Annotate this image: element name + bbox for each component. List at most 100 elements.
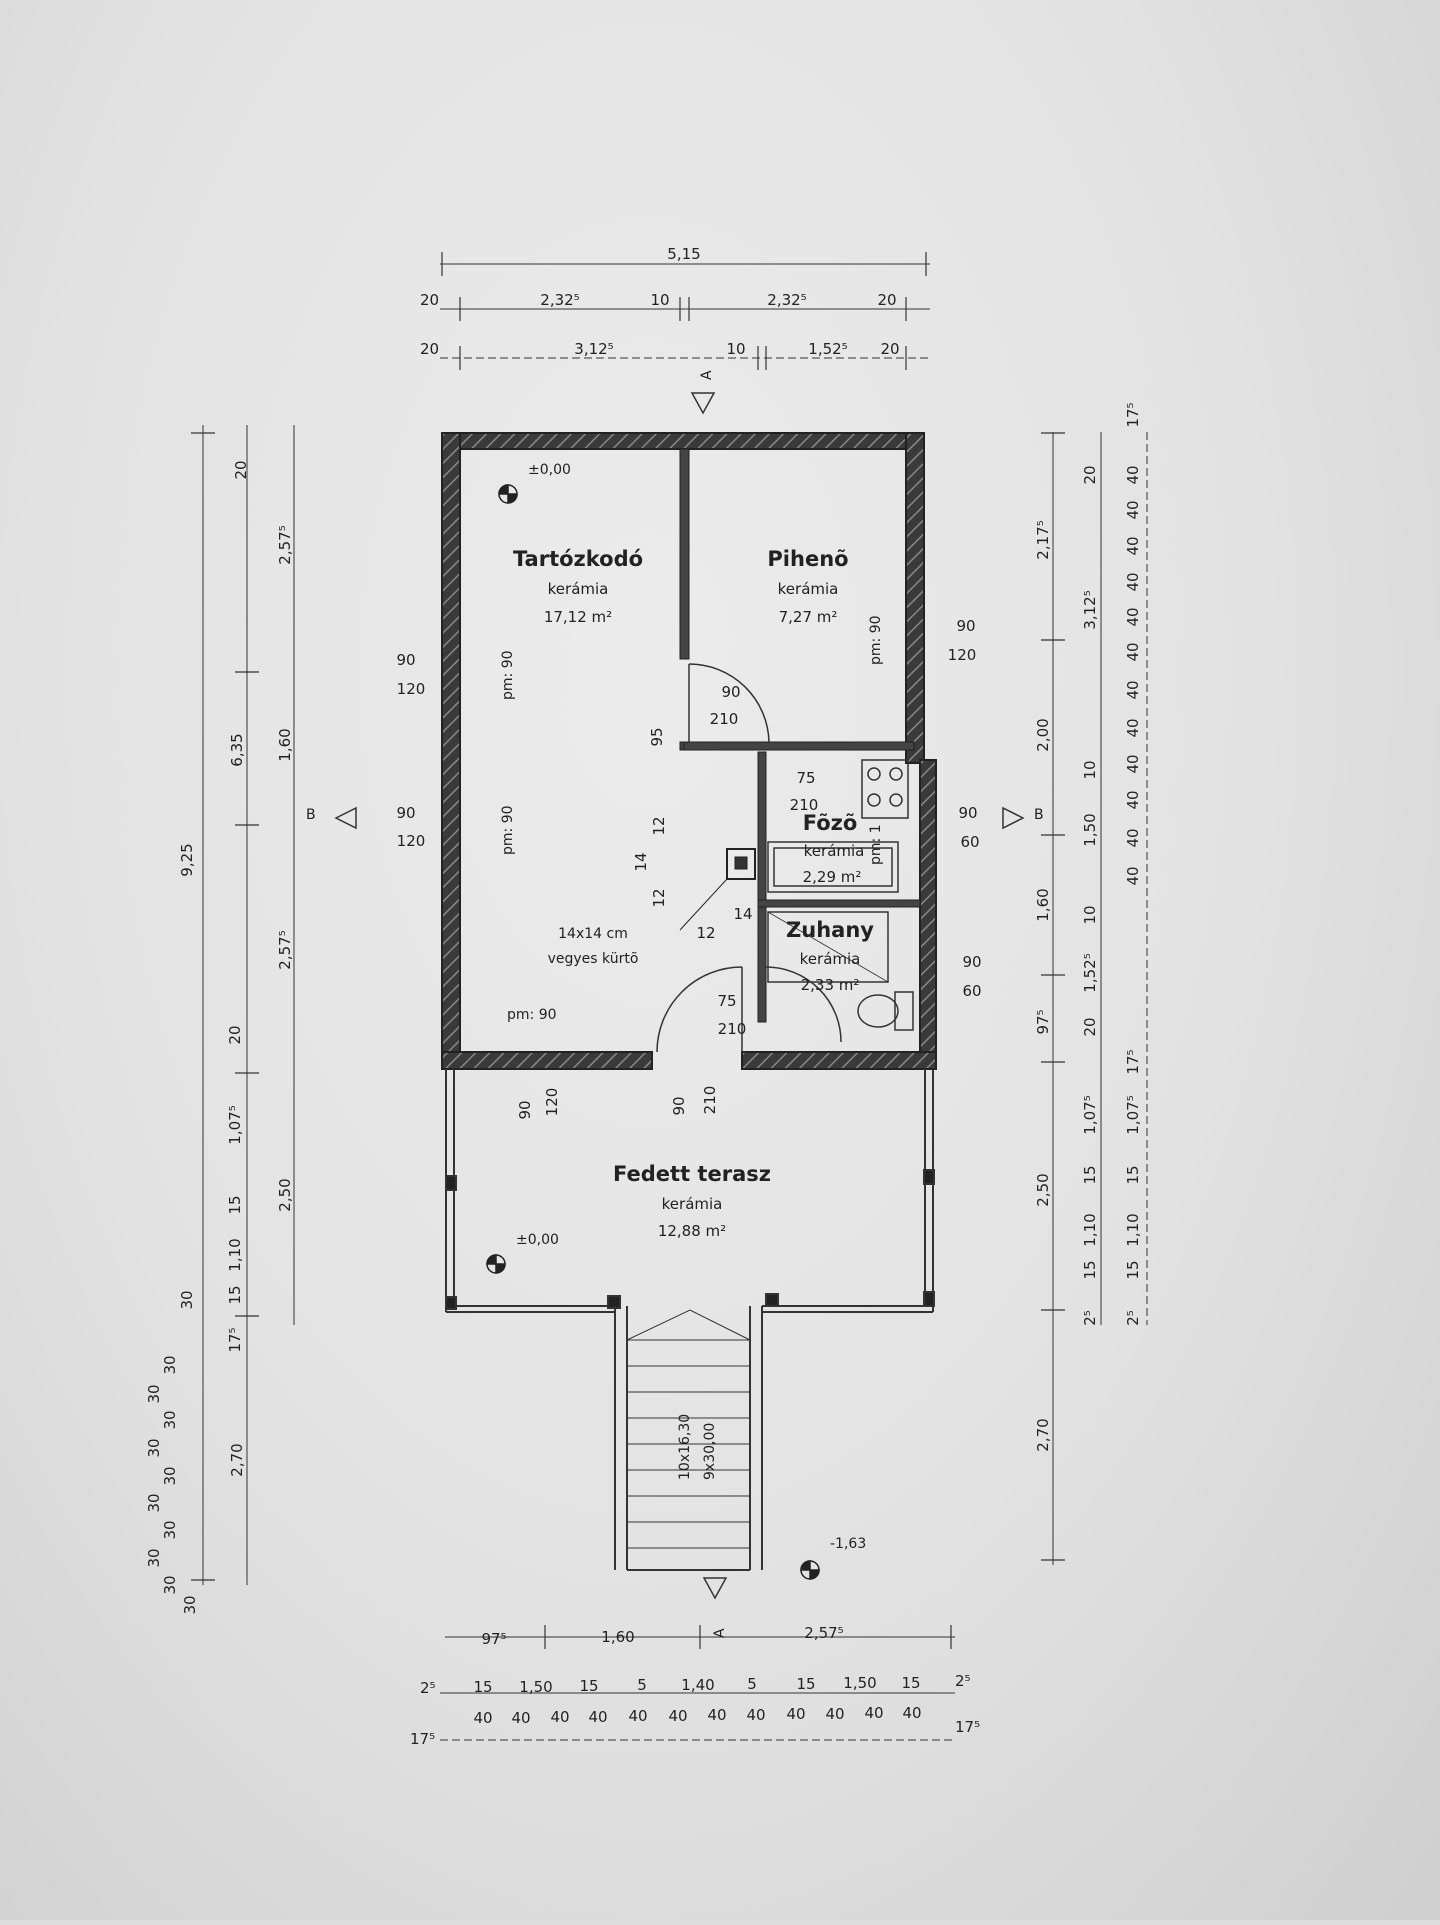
terrace-outline [445,1069,935,1313]
pm-note-2: pm: 90 [500,805,516,855]
dim-left-outer-1: 20 [226,1025,244,1044]
dim-right-outer-6: 40 [1124,642,1142,661]
shower-tray-icon [767,911,889,983]
level-terrace: ±0,00 [516,1232,559,1248]
room-area-tartozkodo: 17,12 m² [544,608,612,626]
dim-right-outer-17: 15 [1124,1260,1142,1279]
dim-right-mid-8: 15 [1081,1165,1099,1184]
dim-right-inner-0: 2,17⁵ [1034,520,1052,559]
dim-left-stairs-8: 30 [161,1575,179,1594]
room-area-fozo: 2,29 m² [803,868,862,886]
dim-bottom-r3-3: 40 [588,1708,607,1726]
dim-left-inner-1: 1,60 [276,728,294,761]
door-3-height: 210 [718,1020,747,1038]
door-5-width: 90 [670,1096,688,1115]
dim-bottom-r3-end-right: 17⁵ [955,1718,980,1736]
dim-left-outer-2: 1,07⁵ [226,1105,244,1144]
room-name-tartozkodo: Tartózkodó [513,547,643,571]
window-4-height: 60 [960,833,979,851]
dim-left-stairs: 30 30 30 30 30 30 30 30 30 30 [145,1355,199,1614]
room-area-terasz: 12,88 m² [658,1222,726,1240]
dim-bottom-r2-9: 15 [901,1674,920,1692]
room-floor-piheno: kerámia [778,580,839,598]
dim-bottom-r3-11: 40 [902,1704,921,1722]
dim-right-outer-16: 1,10 [1124,1213,1142,1246]
dim-right-outer-18: 2⁵ [1124,1310,1142,1326]
misc-dim-1: 12 [650,816,668,835]
dim-right-mid-5: 1,52⁵ [1081,953,1099,992]
dim-bottom-r2-4: 5 [637,1676,647,1694]
dim-top-r2-1: 2,32⁵ [540,291,579,309]
dim-right-outer-2: 40 [1124,500,1142,519]
dim-right-mid-11: 2⁵ [1081,1310,1099,1326]
dim-right-mid-1: 3,12⁵ [1081,590,1099,629]
door-2-width: 75 [796,769,815,787]
dim-left-mid-1: 2,70 [228,1443,246,1476]
dim-top-r3-1: 3,12⁵ [574,340,613,358]
dim-right-inner-4: 2,50 [1034,1173,1052,1206]
dim-top-r3-2: 10 [726,340,745,358]
dim-right-outer-3: 40 [1124,536,1142,555]
dim-right-outer-15: 15 [1124,1165,1142,1184]
dim-top-overall: 5,15 [667,245,700,263]
dim-bottom-r1-0: 97⁵ [481,1630,506,1648]
staircase [614,1306,763,1571]
section-b-left: B [306,807,316,823]
dim-left-inner-2: 2,57⁵ [276,930,294,969]
dim-left-outer-3: 15 [226,1195,244,1214]
dim-right-outer-1: 40 [1124,465,1142,484]
window-5-width: 90 [962,953,981,971]
pm-note-4: pm: 90 [868,615,884,665]
dim-right-outer-11: 40 [1124,828,1142,847]
dim-bottom-r3-end-left: 17⁵ [410,1730,435,1748]
chimney-note-2: vegyes kürtõ [548,951,639,967]
dim-right-outer-8: 40 [1124,718,1142,737]
dim-bottom-r1-1: 1,60 [601,1628,634,1646]
level-ground: -1,63 [830,1536,866,1552]
dim-left-mid-0: 6,35 [228,733,246,766]
dim-right-outer-13: 17⁵ [1124,1049,1142,1074]
interior-walls [679,448,921,1023]
dim-right-inner-3: 97⁵ [1034,1009,1052,1034]
dim-left-stairs-3: 30 [145,1438,163,1457]
room-name-terasz: Fedett terasz [613,1162,771,1186]
door-swings [656,663,842,1053]
dim-left-stairs-0: 30 [161,1355,179,1374]
dim-bottom-r3-6: 40 [707,1706,726,1724]
dim-bottom-row3: 40 40 40 40 40 40 40 40 40 40 40 40 [473,1704,921,1727]
misc-dim-5: 12 [696,924,715,942]
chimney-icon [679,848,756,931]
window-3-height: 120 [948,646,977,664]
dim-top-r2-4: 20 [877,291,896,309]
dim-top-r3-0: 20 [420,340,439,358]
section-marker-icon [334,392,1025,1600]
dim-left-stairs-7: 30 [145,1548,163,1567]
dim-right-mid-3: 1,50 [1081,813,1099,846]
dim-top-r2-0: 20 [420,291,439,309]
dim-bottom-r3-10: 40 [864,1704,883,1722]
door-4-height: 120 [543,1088,561,1117]
dim-bottom-r3-7: 40 [746,1706,765,1724]
dim-bottom-r2-5: 1,40 [681,1676,714,1694]
dim-right-inner-2: 1,60 [1034,888,1052,921]
dim-right-outer-10: 40 [1124,790,1142,809]
room-name-fozo: Fõzõ [803,811,858,835]
door-3-width: 75 [717,992,736,1010]
dim-bottom-r1-2: 2,57⁵ [804,1624,843,1642]
dim-left-stairs-9: 30 [181,1595,199,1614]
dim-right-mid-7: 1,07⁵ [1081,1095,1099,1134]
dim-bottom-r3-4: 40 [628,1707,647,1725]
door-1-width: 90 [721,683,740,701]
door-2-height: 210 [790,796,819,814]
dim-bottom-r3-9: 40 [825,1705,844,1723]
section-a-bottom: A [712,1628,728,1638]
dim-right-mid: 20 3,12⁵ 10 1,50 10 1,52⁵ 20 1,07⁵ 15 1,… [1081,465,1099,1325]
dim-left-inner-3: 2,50 [276,1178,294,1211]
dim-bottom-r2-3: 15 [579,1677,598,1695]
room-floor-tartozkodo: kerámia [548,580,609,598]
dim-left-inner-0: 2,57⁵ [276,525,294,564]
dim-left-stairs-4: 30 [161,1466,179,1485]
dim-left-outer-6: 30 [178,1290,196,1309]
dim-bottom-r3-5: 40 [668,1707,687,1725]
